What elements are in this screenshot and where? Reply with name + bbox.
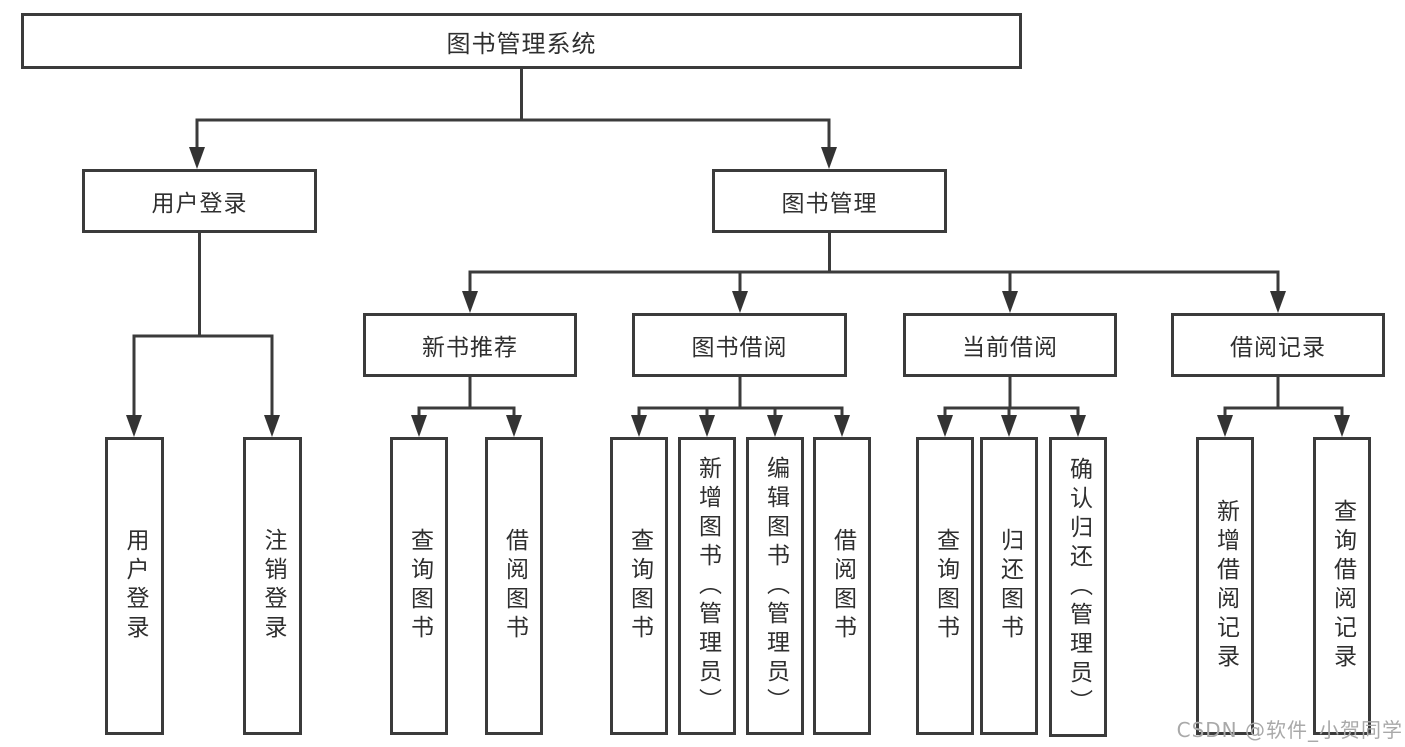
node-user-login: 用户登录 xyxy=(82,169,317,233)
node-label: 查询图书 xyxy=(626,528,653,644)
leaf-confirm-return-admin: 确认归还（管理员） xyxy=(1049,437,1107,737)
node-label: 当前借阅 xyxy=(962,335,1058,361)
leaf-add-book-admin: 新增图书（管理员） xyxy=(678,437,736,735)
node-label: 图书借阅 xyxy=(691,335,788,361)
leaf-edit-book-admin: 编辑图书（管理员） xyxy=(746,437,804,735)
leaf-return-book: 归还图书 xyxy=(980,437,1038,735)
node-current-borrow: 当前借阅 xyxy=(903,313,1117,377)
node-label: 查询借阅记录 xyxy=(1329,499,1356,673)
node-label: 借阅记录 xyxy=(1230,335,1326,361)
leaf-add-borrow-record: 新增借阅记录 xyxy=(1196,437,1254,735)
node-label: 借阅图书 xyxy=(829,528,856,644)
node-new-book-recommend: 新书推荐 xyxy=(363,313,577,377)
node-label: 注销登录 xyxy=(260,528,286,644)
node-borrow-records: 借阅记录 xyxy=(1171,313,1385,377)
node-label: 用户登录 xyxy=(122,528,148,644)
node-book-borrow: 图书借阅 xyxy=(632,313,847,377)
node-label: 借阅图书 xyxy=(501,528,528,644)
node-label: 编辑图书（管理员） xyxy=(762,455,789,717)
node-label: 新增图书（管理员） xyxy=(694,455,721,717)
node-label: 归还图书 xyxy=(996,528,1023,644)
node-book-management: 图书管理 xyxy=(712,169,947,233)
leaf-borrow-book-2: 借阅图书 xyxy=(813,437,871,735)
node-label: 新增借阅记录 xyxy=(1212,499,1239,673)
leaf-query-book-1: 查询图书 xyxy=(390,437,448,735)
node-label: 图书管理系统 xyxy=(446,29,597,58)
node-label: 确认归还（管理员） xyxy=(1065,456,1092,718)
node-library-management-system: 图书管理系统 xyxy=(21,13,1022,69)
leaf-user-login: 用户登录 xyxy=(105,437,164,735)
leaf-query-borrow-record: 查询借阅记录 xyxy=(1313,437,1371,735)
leaf-borrow-book-1: 借阅图书 xyxy=(485,437,543,735)
node-label: 用户登录 xyxy=(151,191,248,217)
node-label: 查询图书 xyxy=(406,528,433,644)
leaf-logout: 注销登录 xyxy=(243,437,302,735)
node-label: 图书管理 xyxy=(781,191,878,217)
leaf-query-book-2: 查询图书 xyxy=(610,437,668,735)
node-label: 查询图书 xyxy=(932,528,959,644)
leaf-query-book-3: 查询图书 xyxy=(916,437,974,735)
node-label: 新书推荐 xyxy=(422,335,518,361)
